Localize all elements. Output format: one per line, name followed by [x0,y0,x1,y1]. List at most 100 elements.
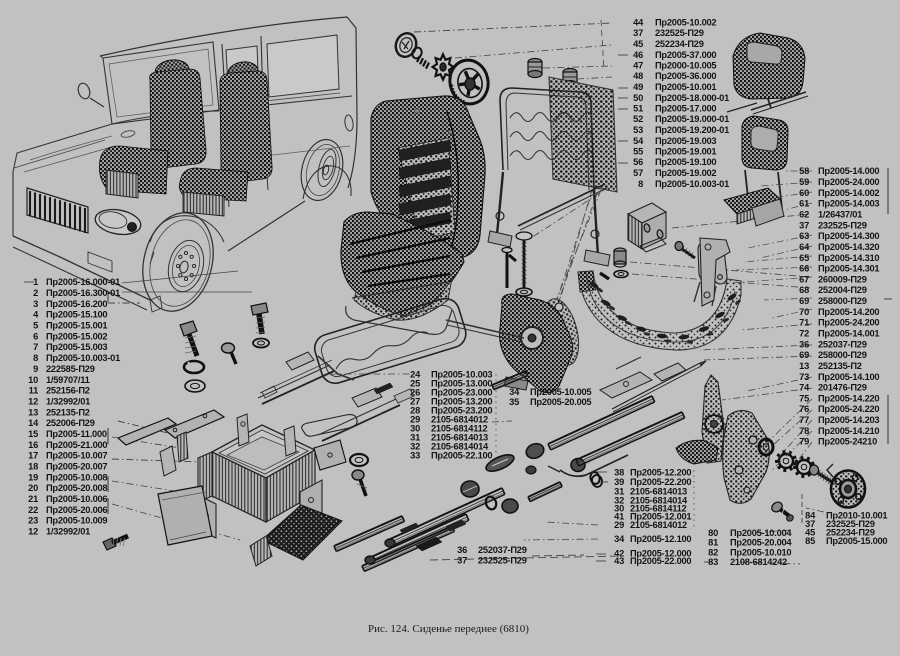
svg-text:Пр2005-10.002: Пр2005-10.002 [655,18,716,28]
svg-text:62: 62 [799,210,809,220]
svg-text:1/26437/01: 1/26437/01 [818,210,862,220]
svg-text:Пр2005-18.000-01: Пр2005-18.000-01 [655,93,729,103]
svg-text:Пр2005-20.004: Пр2005-20.004 [730,538,792,548]
svg-text:Пр2005-19.002: Пр2005-19.002 [655,168,716,178]
svg-text:Пр2005-14.301: Пр2005-14.301 [818,264,879,274]
svg-text:47: 47 [633,61,643,71]
svg-text:1/32992/01: 1/32992/01 [46,396,90,406]
svg-text:23: 23 [28,516,38,526]
svg-text:55: 55 [633,147,643,157]
svg-text:16: 16 [28,440,38,450]
svg-text:19: 19 [28,472,38,482]
svg-text:260009-П29: 260009-П29 [818,274,867,284]
svg-text:Пр2005-14.001: Пр2005-14.001 [818,329,879,339]
svg-text:Пр2005-22.100: Пр2005-22.100 [431,451,492,461]
svg-text:252037-П29: 252037-П29 [478,545,527,555]
svg-text:252135-П2: 252135-П2 [818,361,862,371]
svg-text:Пр2005-14.000: Пр2005-14.000 [818,166,879,176]
svg-text:2108-6814242: 2108-6814242 [730,557,787,567]
svg-text:63: 63 [799,231,809,241]
svg-text:61: 61 [799,199,809,209]
svg-text:Пр2005-24.000: Пр2005-24.000 [818,177,879,187]
svg-text:Пр2005-10.001: Пр2005-10.001 [655,82,716,92]
svg-text:232525-П29: 232525-П29 [478,556,527,566]
svg-text:29: 29 [614,520,624,530]
svg-text:57: 57 [633,168,643,178]
svg-text:17: 17 [28,451,38,461]
svg-text:Пр2005-24.220: Пр2005-24.220 [818,404,879,414]
svg-text:252135-П2: 252135-П2 [46,407,90,417]
svg-text:70: 70 [799,307,809,317]
svg-text:82: 82 [708,547,718,557]
svg-text:Пр2005-22.200: Пр2005-22.200 [630,477,691,487]
svg-text:Пр2005-10.003-01: Пр2005-10.003-01 [655,179,729,189]
svg-text:80: 80 [708,528,718,538]
svg-text:21: 21 [28,494,38,504]
svg-text:71: 71 [799,318,809,328]
svg-text:Пр2005-37.000: Пр2005-37.000 [655,50,716,60]
svg-text:Пр2005-14.210: Пр2005-14.210 [818,426,879,436]
svg-text:60: 60 [799,188,809,198]
svg-text:Пр2005-11.000: Пр2005-11.000 [46,429,107,439]
svg-text:201476-П29: 201476-П29 [818,383,867,393]
svg-text:Пр2005-10.009: Пр2005-10.009 [46,516,107,526]
svg-text:Пр2005-19.100: Пр2005-19.100 [655,157,716,167]
svg-text:Пр2005-22.000: Пр2005-22.000 [630,556,691,566]
svg-text:74: 74 [799,383,810,393]
svg-text:44: 44 [633,18,644,28]
svg-text:Пр2005-10.010: Пр2005-10.010 [730,547,791,557]
svg-text:22: 22 [28,505,38,515]
svg-text:252234-П29: 252234-П29 [655,39,704,49]
svg-text:Пр2005-15.002: Пр2005-15.002 [46,331,107,341]
svg-text:Пр2005-15.003: Пр2005-15.003 [46,342,107,352]
svg-text:Пр2005-20.006: Пр2005-20.006 [46,505,107,515]
svg-text:67: 67 [799,274,809,284]
svg-text:258000-П29: 258000-П29 [818,350,867,360]
svg-text:8: 8 [638,179,643,189]
svg-text:Пр2005-14.220: Пр2005-14.220 [818,393,879,403]
svg-text:232525-П29: 232525-П29 [655,28,704,38]
svg-text:9: 9 [33,364,38,374]
svg-text:Пр2005-10.004: Пр2005-10.004 [730,528,792,538]
svg-text:11: 11 [29,386,38,396]
svg-text:49: 49 [633,82,643,92]
svg-text:37: 37 [633,28,643,38]
svg-text:252004-П29: 252004-П29 [818,285,867,295]
svg-text:1/32992/01: 1/32992/01 [46,527,90,537]
svg-text:252037-П29: 252037-П29 [818,339,867,349]
svg-text:252006-П29: 252006-П29 [46,418,95,428]
svg-text:Пр2005-19.001: Пр2005-19.001 [655,147,716,157]
svg-text:14: 14 [28,418,39,428]
svg-text:Пр2005-15.100: Пр2005-15.100 [46,310,107,320]
svg-text:232525-П29: 232525-П29 [818,220,867,230]
svg-text:59: 59 [799,177,809,187]
svg-text:38: 38 [614,468,624,478]
svg-text:8: 8 [33,353,38,363]
svg-text:Пр2005-12.200: Пр2005-12.200 [630,468,691,478]
svg-text:258000-П29: 258000-П29 [818,296,867,306]
svg-text:Пр2005-19.200-01: Пр2005-19.200-01 [655,125,729,135]
svg-text:69: 69 [799,350,809,360]
svg-text:Пр2005-17.000: Пр2005-17.000 [655,104,716,114]
svg-text:72: 72 [799,329,809,339]
svg-text:20: 20 [28,483,38,493]
svg-text:Пр2005-24.200: Пр2005-24.200 [818,318,879,328]
svg-text:Пр2005-10.008: Пр2005-10.008 [46,472,107,482]
svg-text:68: 68 [799,285,809,295]
svg-text:34: 34 [509,387,520,397]
svg-text:81: 81 [708,538,718,548]
svg-text:Пр2005-14.310: Пр2005-14.310 [818,253,879,263]
svg-text:66: 66 [799,264,809,274]
svg-text:Пр2005-14.100: Пр2005-14.100 [818,372,879,382]
svg-text:Пр2005-24210: Пр2005-24210 [818,437,877,447]
svg-text:76: 76 [799,404,809,414]
svg-text:3: 3 [33,299,38,309]
svg-text:75: 75 [799,393,809,403]
svg-text:252156-П2: 252156-П2 [46,386,90,396]
svg-text:51: 51 [633,104,643,114]
svg-text:Пр2005-20.005: Пр2005-20.005 [530,397,591,407]
svg-text:37: 37 [799,220,809,230]
svg-text:Пр2005-14.203: Пр2005-14.203 [818,415,879,425]
svg-text:43: 43 [614,556,624,566]
svg-text:12: 12 [28,396,38,406]
